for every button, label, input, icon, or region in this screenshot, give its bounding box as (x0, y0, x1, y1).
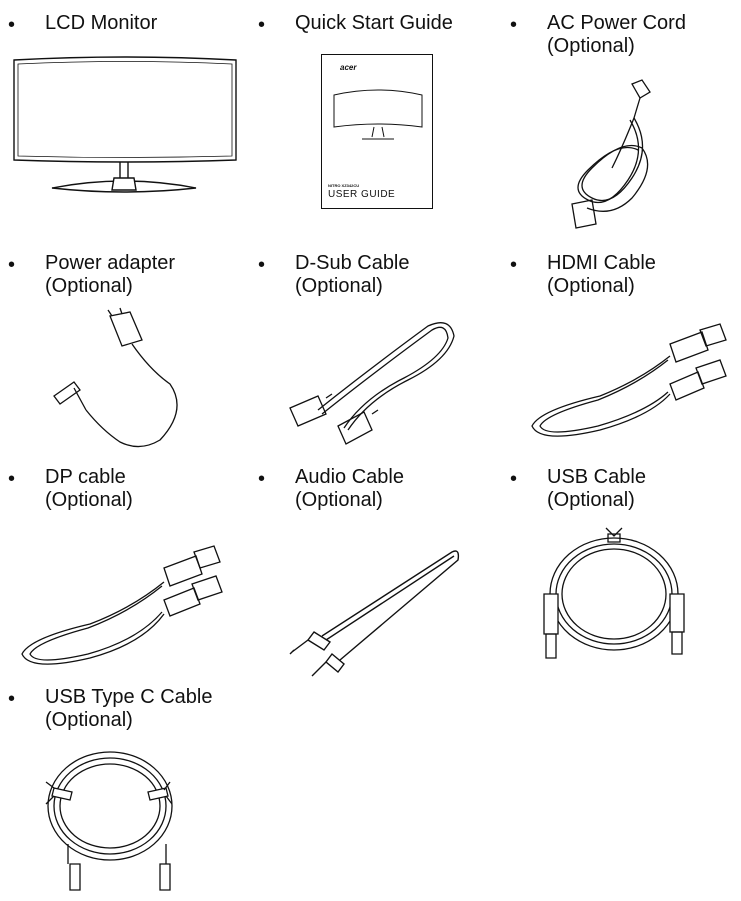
bullet: • (510, 14, 518, 36)
bullet: • (510, 468, 518, 490)
item-label: USB Type C Cable(Optional) (45, 686, 213, 731)
quick-start-guide-icon: acer NITRO XZ342CU USER GUIDE (321, 54, 433, 209)
bullet: • (8, 14, 16, 36)
booklet-footer: USER GUIDE (328, 189, 396, 200)
ac-power-cord-icon (562, 78, 672, 238)
usb-cable-icon (538, 524, 698, 666)
item-label: DP cable(Optional) (45, 466, 133, 511)
item-label: D-Sub Cable(Optional) (295, 252, 410, 297)
item-power-adapter: • Power adapter(Optional) (8, 252, 248, 462)
item-label: Audio Cable(Optional) (295, 466, 404, 511)
bullet: • (258, 14, 266, 36)
bullet: • (8, 468, 16, 490)
audio-cable-icon (286, 546, 462, 678)
lcd-monitor-icon (12, 56, 238, 198)
item-d-sub-cable: • D-Sub Cable(Optional) (258, 252, 488, 462)
bullet: • (8, 254, 16, 276)
booklet-monitor-image (333, 89, 423, 140)
d-sub-cable-icon (278, 310, 468, 455)
item-usb-cable: • USB Cable(Optional) (510, 466, 740, 676)
dp-cable-icon (14, 538, 230, 678)
usb-type-c-cable-icon (32, 744, 192, 892)
item-usb-type-c-cable: • USB Type C Cable(Optional) (8, 686, 268, 896)
item-label: AC Power Cord(Optional) (547, 12, 686, 57)
item-hdmi-cable: • HDMI Cable(Optional) (510, 252, 740, 462)
item-label: LCD Monitor (45, 12, 158, 34)
bullet: • (510, 254, 518, 276)
item-quick-start-guide: • Quick Start Guide acer NITRO XZ342CU U… (258, 12, 488, 212)
item-label: Quick Start Guide (295, 12, 453, 34)
item-audio-cable: • Audio Cable(Optional) (258, 466, 488, 676)
booklet-brand: acer (340, 63, 357, 72)
bullet: • (258, 468, 266, 490)
bullet: • (8, 688, 16, 710)
power-adapter-icon (50, 310, 195, 455)
item-lcd-monitor: • LCD Monitor (8, 12, 248, 212)
item-label: HDMI Cable(Optional) (547, 252, 656, 297)
item-dp-cable: • DP cable(Optional) (8, 466, 248, 676)
item-ac-power-cord: • AC Power Cord(Optional) (510, 12, 740, 237)
hdmi-cable-icon (520, 310, 730, 450)
item-label: USB Cable(Optional) (547, 466, 646, 511)
item-label: Power adapter(Optional) (45, 252, 176, 297)
bullet: • (258, 254, 266, 276)
booklet-model: NITRO XZ342CU (328, 183, 360, 188)
